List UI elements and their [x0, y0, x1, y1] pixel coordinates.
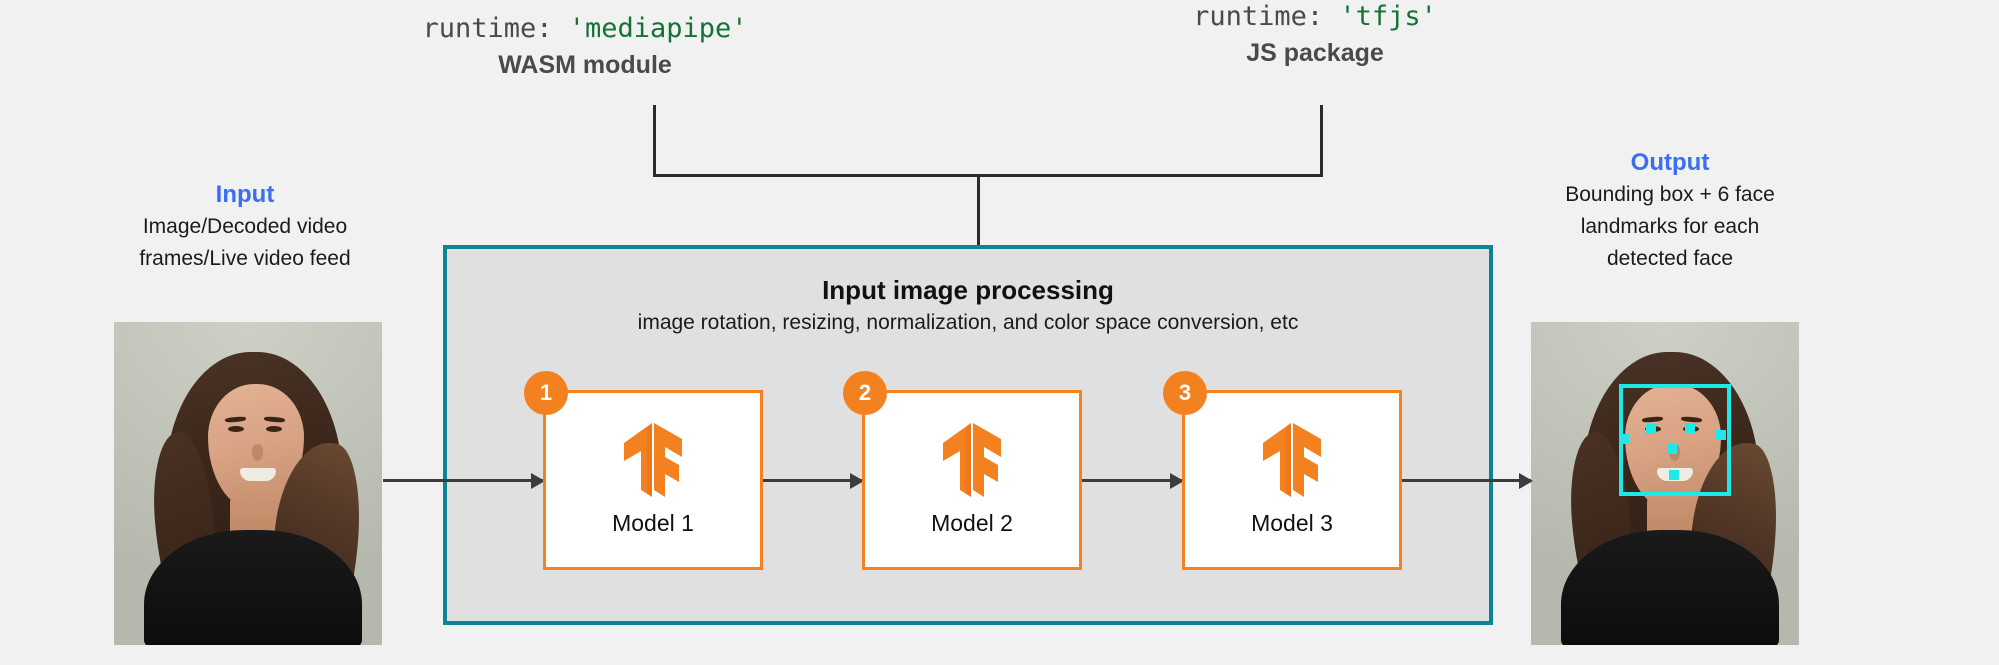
output-caption: Output Bounding box + 6 face landmarks f…: [1520, 148, 1820, 274]
input-description-line-1: Image/Decoded video: [142, 215, 348, 238]
runtime-key: runtime:: [1193, 1, 1340, 32]
model-label-1: Model 1: [612, 510, 694, 536]
output-title: Output: [1630, 149, 1710, 176]
arrow-input-to-model-1: [383, 479, 543, 482]
processing-title: Input image processing: [822, 275, 1114, 305]
runtime-subtitle-tfjs: JS package: [1246, 39, 1384, 67]
model-badge-3: 3: [1163, 371, 1207, 415]
runtime-label-mediapipe: runtime: 'mediapipe' WASM module: [375, 12, 795, 81]
photo-torso: [144, 530, 362, 645]
model-badge-2: 2: [843, 371, 887, 415]
face-landmark-mouth: [1669, 470, 1679, 480]
bracket-crossbar: [653, 174, 1323, 177]
input-description-line-2: frames/Live video feed: [139, 247, 351, 270]
face-landmark-nose: [1667, 444, 1677, 454]
runtime-label-tfjs: runtime: 'tfjs' JS package: [1105, 0, 1525, 69]
runtime-code-tfjs: runtime: 'tfjs': [1105, 0, 1525, 34]
arrow-model-1-to-model-2: [763, 479, 862, 482]
input-caption: Input Image/Decoded video frames/Live vi…: [95, 180, 395, 274]
output-description-line-3: detected face: [1606, 247, 1734, 270]
face-landmark-ear-left: [1619, 434, 1629, 444]
tensorflow-logo-icon: [937, 421, 1007, 504]
arrow-model-3-to-output: [1402, 479, 1531, 482]
bracket-right-stem: [1320, 105, 1323, 177]
photo-nose: [252, 444, 263, 461]
photo-eye-left: [228, 426, 244, 432]
photo-mouth: [240, 468, 276, 481]
model-card-1[interactable]: 1 Model 1: [524, 371, 763, 570]
bracket-left-stem: [653, 105, 656, 177]
output-photo: [1531, 322, 1799, 645]
runtime-key: runtime:: [422, 13, 569, 44]
runtime-subtitle-mediapipe: WASM module: [498, 51, 672, 79]
tensorflow-logo-icon: [1257, 421, 1327, 504]
output-description-line-2: landmarks for each: [1580, 215, 1760, 238]
face-landmark-eye-left: [1646, 424, 1656, 434]
bracket-center-stem: [977, 174, 980, 248]
arrow-model-2-to-model-3: [1082, 479, 1182, 482]
runtime-value: 'mediapipe': [568, 13, 748, 44]
model-card-2[interactable]: 2 Model 2: [843, 371, 1082, 570]
model-label-2: Model 2: [931, 510, 1013, 536]
photo-torso: [1561, 530, 1779, 645]
output-description-line-1: Bounding box + 6 face: [1565, 183, 1775, 206]
face-landmark-eye-right: [1685, 423, 1695, 433]
photo-eye-right: [266, 426, 282, 432]
processing-subtitle: image rotation, resizing, normalization,…: [637, 311, 1299, 334]
model-badge-1: 1: [524, 371, 568, 415]
runtime-code-mediapipe: runtime: 'mediapipe': [375, 12, 795, 46]
model-label-3: Model 3: [1251, 510, 1333, 536]
runtime-value: 'tfjs': [1339, 1, 1437, 32]
tensorflow-logo-icon: [618, 421, 688, 504]
input-title: Input: [215, 181, 275, 208]
input-photo: [114, 322, 382, 645]
model-card-3[interactable]: 3 Model 3: [1163, 371, 1402, 570]
face-landmark-ear-right: [1716, 430, 1726, 440]
